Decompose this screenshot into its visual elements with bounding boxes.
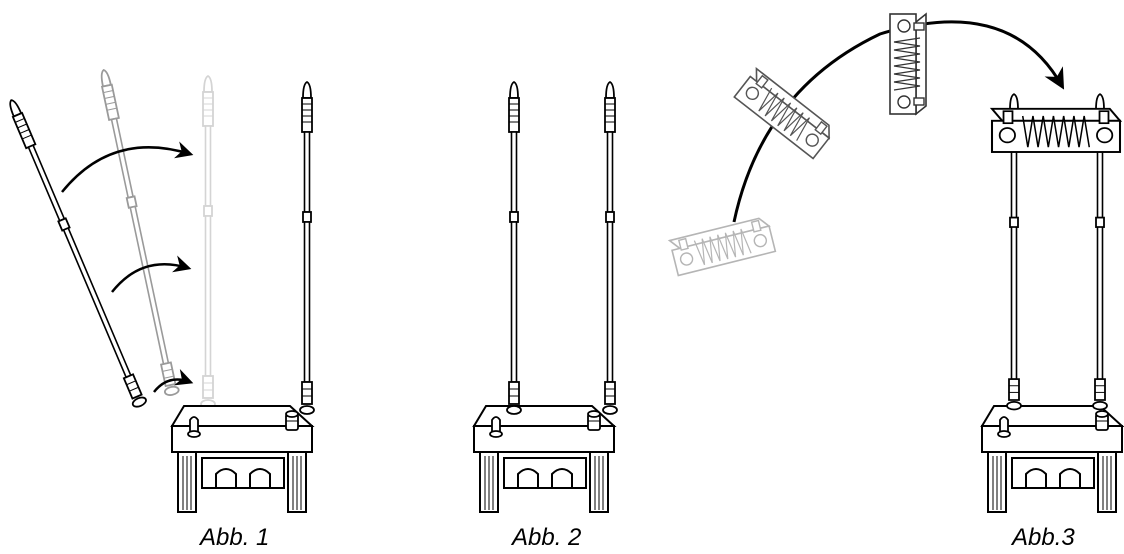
arrow-icon (61, 141, 194, 193)
figure-3 (668, 13, 1123, 513)
figure-2-caption: Abb. 2 (512, 524, 582, 551)
electrode-block-tilted-icon (733, 67, 837, 160)
figure-1-caption: Abb. 1 (200, 524, 270, 551)
electrode-block-ghost-icon (668, 215, 777, 277)
figure-3-caption: Abb.3 (1012, 524, 1075, 551)
arrow-icon (153, 368, 194, 393)
pole-tilted-icon (3, 96, 149, 410)
arrow-icon (732, 20, 1065, 223)
base-unit-icon (981, 405, 1123, 513)
base-unit-icon (171, 405, 313, 513)
figure-1 (3, 67, 315, 513)
pole-ghost-icon (95, 67, 181, 398)
figure-2 (473, 81, 618, 513)
pole-right-icon (602, 81, 618, 415)
pole-left-icon (506, 81, 522, 415)
pole-faint-icon (200, 75, 216, 409)
base-unit-icon (473, 405, 615, 513)
pole-installed-icon (299, 81, 315, 415)
electrode-block-mounted-icon (990, 107, 1122, 154)
arrow-icon (111, 255, 192, 293)
electrode-block-vertical-icon (889, 13, 927, 115)
